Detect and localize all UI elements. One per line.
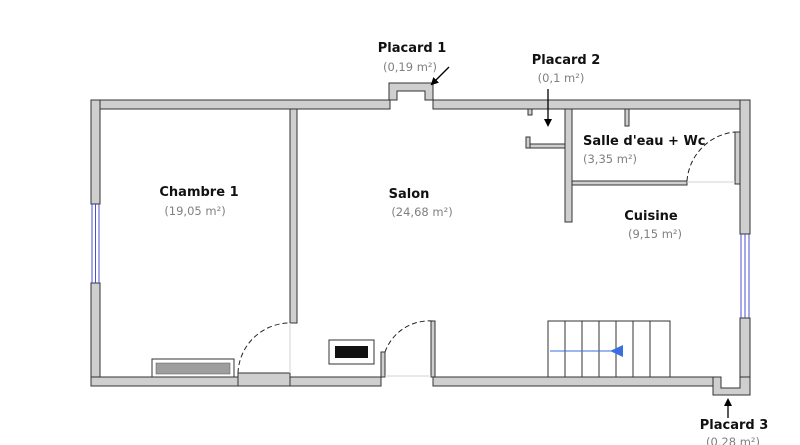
walls <box>90 82 751 396</box>
room-area: (0,1 m²) <box>538 71 585 85</box>
fireplace-icon <box>328 339 375 365</box>
door-swing-icon <box>237 131 736 374</box>
room-area: (3,35 m²) <box>583 152 637 166</box>
room-salon: Salon (24,68 m²) <box>389 187 453 219</box>
room-area: (0,28 m²) <box>706 435 760 445</box>
room-cuisine: Cuisine (9,15 m²) <box>624 209 682 241</box>
room-name: Placard 1 <box>378 41 447 56</box>
room-placard-3: Placard 3 (0,28 m²) <box>700 418 769 445</box>
pointer-arrow-icon <box>430 66 732 418</box>
room-area: (24,68 m²) <box>391 205 452 219</box>
radiator-icon <box>151 358 235 378</box>
room-name: Placard 2 <box>532 53 601 68</box>
room-name: Placard 3 <box>700 418 769 433</box>
stairs-icon <box>547 320 671 378</box>
room-name: Salle d'eau + Wc <box>583 134 706 149</box>
room-salle-d-eau-wc: Salle d'eau + Wc (3,35 m²) <box>583 134 706 166</box>
room-placard-1: Placard 1 (0,19 m²) <box>378 41 447 74</box>
room-area: (19,05 m²) <box>164 204 225 218</box>
room-placard-2: Placard 2 (0,1 m²) <box>532 53 601 85</box>
windows <box>91 204 750 318</box>
room-area: (0,19 m²) <box>383 60 437 74</box>
room-name: Salon <box>389 187 430 202</box>
room-chambre-1: Chambre 1 (19,05 m²) <box>159 185 238 218</box>
room-name: Chambre 1 <box>159 185 238 200</box>
room-name: Cuisine <box>624 209 678 224</box>
room-area: (9,15 m²) <box>628 227 682 241</box>
